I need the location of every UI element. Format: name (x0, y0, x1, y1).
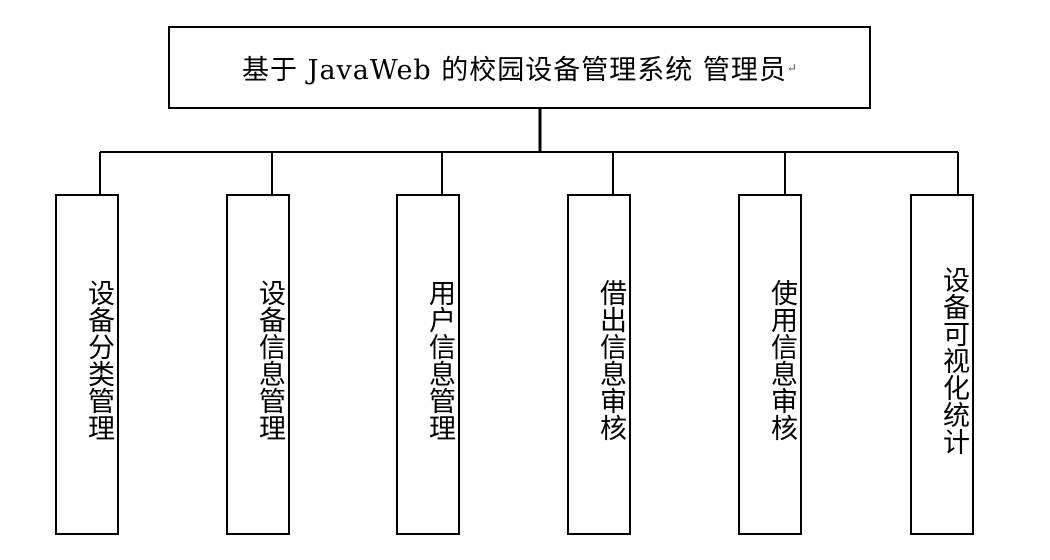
module-node-1: 设备分类管理 (55, 194, 119, 535)
module-label: 设备信息管理 (254, 279, 285, 441)
module-node-5: 使用信息审核 (738, 194, 802, 535)
module-label: 设备可视化统计 (938, 265, 969, 455)
module-label: 使用信息审核 (766, 279, 797, 441)
module-node-6: 设备可视化统计 (910, 194, 974, 535)
module-node-3: 用户信息管理 (396, 194, 460, 535)
module-node-2: 设备信息管理 (226, 194, 290, 535)
paragraph-mark-icon: ↵ (786, 60, 797, 75)
module-label: 借出信息审核 (595, 279, 626, 441)
root-node: 基于 JavaWeb 的校园设备管理系统 管理员↵ (168, 26, 871, 109)
module-node-4: 借出信息审核 (567, 194, 631, 535)
module-label: 用户信息管理 (424, 279, 455, 441)
root-title: 基于 JavaWeb 的校园设备管理系统 管理员 (242, 55, 787, 86)
module-label: 设备分类管理 (83, 279, 114, 441)
